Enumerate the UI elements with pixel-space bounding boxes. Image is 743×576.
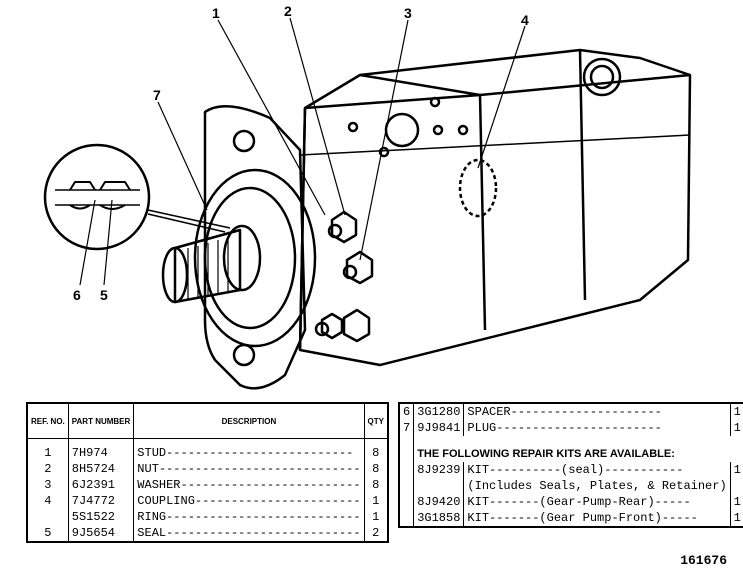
table-row: 3G1858 KIT-------(Gear Pump-Front)----- … [399,510,743,527]
qty-cell: 8 [372,446,380,460]
ref-cell: 6 [399,403,415,420]
qty-cell [730,478,743,494]
drive-shaft [173,228,242,304]
description-cell: SPACER--------------------- [463,403,731,420]
part-number-cell: 9J9841 [413,420,465,436]
description-cell: KIT----------(seal)----------- [463,462,731,478]
callout-3: 3 [404,5,412,21]
stud-nut-assemblies [314,210,374,343]
repair-kits-heading: THE FOLLOWING REPAIR KITS ARE AVAILABLE: [417,448,675,460]
table-row: 8J9239 KIT----------(seal)----------- 1 [399,462,743,478]
ref-cell: 2 [27,461,69,477]
part-number-cell: 8J9239 [413,462,465,478]
header-ref: REF. NO. [26,402,69,439]
description-cell: RING--------------------------- [133,509,365,525]
callout-7: 7 [153,87,161,103]
pump-body [298,48,692,367]
ref-cell: 5 [27,525,69,542]
part-number-cell: 8H5724 [68,461,135,477]
parts-table-left: REF. NO. PART NUMBER DESCRIPTION QTY 1 7… [26,402,389,543]
header-part-number: PART NUMBER [67,402,135,439]
table-row: 6 3G1280 SPACER--------------------- 1 [399,403,743,420]
callout-4: 4 [521,12,529,28]
qty-cell: 1 [733,463,741,477]
part-number-cell: 8J9420 [413,494,465,510]
table-row: 8J9420 KIT-------(Gear-Pump-Rear)----- 1 [399,494,743,510]
ref-cell: 3 [27,477,69,493]
description-cell: WASHER------------------------- [133,477,365,493]
qty-cell: 1 [372,510,380,524]
qty-cell: 1 [733,405,741,419]
description-cell: COUPLING----------------------- [133,493,365,509]
nameplate-oval [458,158,498,218]
description-cell: NUT---------------------------- [133,461,365,477]
table-row: 2 8H5724 NUT----------------------------… [27,461,388,477]
qty-cell: 1 [733,495,741,509]
description-cell: KIT-------(Gear-Pump-Rear)----- [463,494,731,510]
ref-cell: 4 [27,493,69,509]
table-row: (Includes Seals, Plates, & Retainer) [399,478,743,494]
qty-cell: 8 [372,478,380,492]
part-number-cell: 3G1280 [413,403,465,420]
figure-number: 161676 [680,553,727,568]
qty-cell: 2 [372,526,380,540]
description-cell: SEAL--------------------------- [133,525,365,542]
ref-cell [27,509,69,525]
ref-cell: 1 [27,438,69,461]
part-number-cell: 9J5654 [68,525,135,542]
pump-illustration [43,17,692,390]
ref-cell: 7 [399,420,415,436]
table-row: 1 7H974 STUD-------------------------- 8 [27,438,388,461]
seal-detail-circle [43,143,151,251]
callout-5: 5 [100,287,108,303]
description-cell: KIT-------(Gear Pump-Front)----- [463,510,731,527]
description-cell: (Includes Seals, Plates, & Retainer) [463,478,731,494]
table-row: 4 7J4772 COUPLING-----------------------… [27,493,388,509]
qty-cell: 1 [733,421,741,435]
qty-cell: 8 [372,462,380,476]
table-row: 5 9J5654 SEAL---------------------------… [27,525,388,542]
part-number-cell: 3G1858 [413,510,465,527]
table-row: 3 6J2391 WASHER-------------------------… [27,477,388,493]
description-cell: PLUG----------------------- [463,420,731,436]
table-row: 7 9J9841 PLUG----------------------- 1 [399,420,743,436]
qty-cell: 1 [372,494,380,508]
part-number-cell: 5S1522 [68,509,135,525]
header-description: DESCRIPTION [133,402,365,439]
part-number-cell: 7J4772 [68,493,135,509]
table-row: 5S1522 RING--------------------------- 1 [27,509,388,525]
header-qty: QTY [363,402,389,439]
part-number-cell: 6J2391 [68,477,135,493]
part-number-cell: 7H974 [68,438,135,461]
part-number-cell [413,478,465,494]
mounting-flange [203,105,307,390]
qty-cell: 1 [733,511,741,525]
callout-1: 1 [212,5,220,21]
callout-2: 2 [284,3,292,19]
description-cell: STUD-------------------------- [133,438,365,461]
parts-table-right: 6 3G1280 SPACER--------------------- 1 7… [398,402,743,528]
callout-6: 6 [73,287,81,303]
